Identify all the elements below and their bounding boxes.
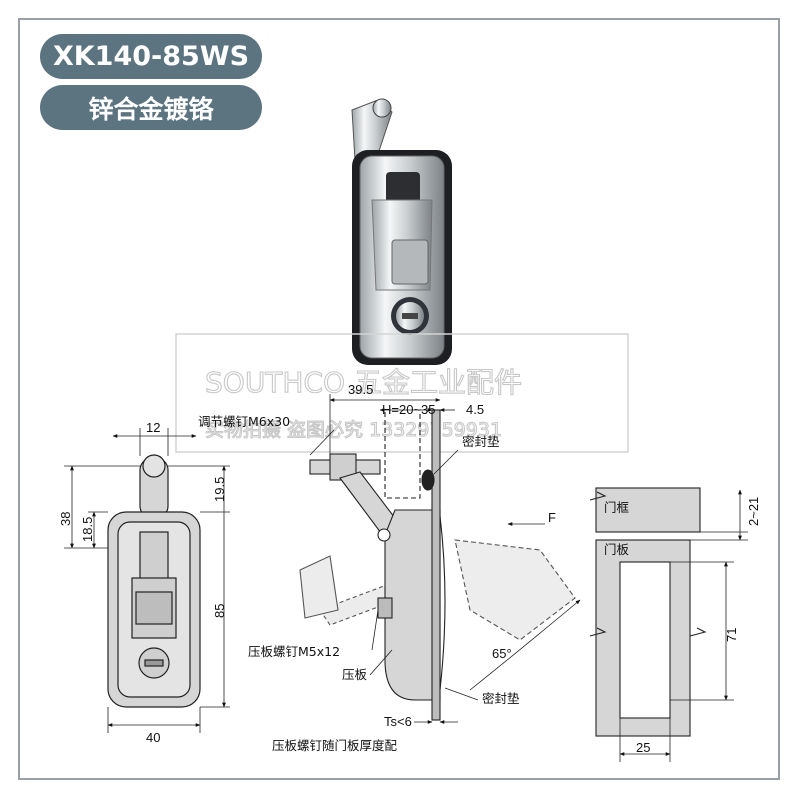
dim-front-38: 38 <box>58 512 73 526</box>
dim-side-ts: Ts<6 <box>384 714 412 729</box>
dim-front-85: 85 <box>212 604 227 618</box>
dim-side-width: 39.5 <box>348 382 373 397</box>
side-view <box>299 409 576 721</box>
dim-door-height: 71 <box>724 628 739 642</box>
force-label: F <box>548 510 556 525</box>
dim-side-angle: 65° <box>492 646 512 661</box>
dim-door-width: 25 <box>636 740 650 755</box>
label-adjust-screw: 调节螺钉M6x30 <box>198 414 290 429</box>
front-view <box>107 454 201 708</box>
label-bottom-note: 压板螺钉随门板厚度配 <box>272 738 398 753</box>
label-seal-bottom: 密封垫 <box>482 691 520 706</box>
dim-front-width-bottom: 40 <box>146 730 160 745</box>
front-dimensions <box>64 428 230 733</box>
dim-door-gap: 2~21 <box>746 497 761 526</box>
watermark-line1: SOUTHCO 五金工业配件 <box>205 366 522 399</box>
product-photo <box>351 98 452 365</box>
dim-side-h-range: H=20~35 <box>382 402 436 417</box>
door-dimensions <box>619 489 748 762</box>
door-section <box>589 487 707 737</box>
label-plate: 压板 <box>342 667 368 682</box>
dim-front-width-top: 12 <box>146 420 160 435</box>
label-plate-screw: 压板螺钉M5x12 <box>248 644 340 659</box>
side-dimensions <box>309 394 581 724</box>
label-seal-top: 密封垫 <box>462 434 500 449</box>
dim-front-18-5: 18.5 <box>80 517 95 542</box>
model-title: XK140-85WS <box>40 34 262 79</box>
label-door-panel: 门板 <box>604 542 630 557</box>
dim-front-19-5: 19.5 <box>212 477 227 502</box>
label-door-frame: 门框 <box>604 500 630 515</box>
outer-frame <box>18 18 780 780</box>
watermark-line2: 实物拍摄 盗图必究 13329759931 <box>205 419 502 441</box>
material-title: 锌合金镀铬 <box>40 85 262 130</box>
watermark: SOUTHCO 五金工业配件 实物拍摄 盗图必究 13329759931 <box>175 333 629 453</box>
dim-side-offset: 4.5 <box>466 402 484 417</box>
